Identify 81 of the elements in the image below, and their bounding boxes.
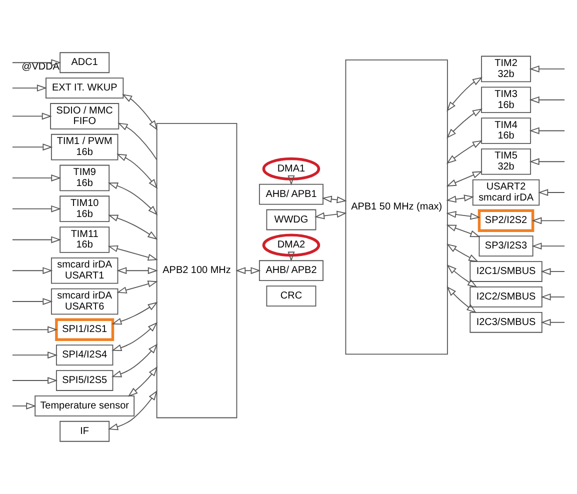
arrow [540,268,565,276]
arrow [446,77,483,112]
node-box: SPI4/I2S4 [56,344,114,366]
arrow [538,189,565,196]
node-box: AHB/ APB1 [258,184,324,205]
arrow [112,344,158,378]
arrow [116,280,158,294]
arrow [532,217,566,224]
arrow [12,205,62,212]
arrow [446,264,478,288]
arrow [12,144,53,151]
arrow [12,326,58,334]
arrow [12,236,62,244]
arrow [446,224,480,238]
arrow [12,402,36,410]
node-box: TIM3 16b [481,86,531,114]
arrow [529,127,565,134]
arrow [12,112,52,120]
node-box: smcard irDA USART1 [51,257,118,284]
node-box: SP2/I2S2 [478,209,534,232]
node-box: CRC [266,286,316,306]
arrow [446,210,480,220]
arrow [12,352,58,359]
arrow [108,390,158,430]
node-box: Temperature sensor [34,396,135,416]
node-box: EXT IT. WKUP [46,78,124,98]
arrow [108,182,158,216]
node-box: I2C2/SMBUS [470,286,542,308]
node-box: TIM10 16b [60,196,110,222]
node-box: SP3/I2S3 [478,236,534,257]
arrow [12,298,53,305]
node-box: TIM9 16b [60,164,110,192]
node-box: I2C3/SMBUS [470,312,542,333]
arrow [532,242,566,250]
arrow [288,175,295,186]
arrow [446,194,474,203]
node-box: APB2 100 MHz [156,123,238,418]
node-box: TIM5 32b [481,148,531,175]
arrow [116,267,158,274]
arrow [322,196,347,204]
arrow [288,252,295,262]
node-box: AHB/ APB2 [258,260,324,282]
arrow [118,122,158,160]
arrow [529,65,565,72]
arrow [540,293,565,300]
node-box: USART2 smcard irDA [472,179,540,206]
arrow [314,210,347,220]
arrow [446,286,477,314]
node-box: TIM4 16b [481,118,531,144]
node-box: APB1 50 MHz (max) [345,59,448,355]
arrow [446,244,479,262]
arrow [236,267,261,274]
node-box: IF [60,420,110,442]
arrow [112,302,158,325]
arrow [12,377,58,384]
arrow [12,267,53,274]
arrow [446,171,482,186]
node-box: TIM1 / PWM 16b [51,134,118,160]
arrow [12,174,62,182]
arrow [446,140,483,164]
node-box: SPI5/I2S5 [56,370,114,391]
arrow [540,318,565,326]
node-box: SPI1/I2S1 [55,318,114,341]
arrow [112,322,158,352]
node-box: smcard irDA USART6 [51,288,118,315]
node-box: TIM11 16b [60,226,110,253]
arrow [116,154,158,189]
node-box: I2C1/SMBUS [470,261,542,282]
arrow [108,245,158,261]
arrow [446,108,482,138]
arrow [128,366,158,397]
arrow [108,214,158,240]
node-box: TIM2 32b [481,56,531,82]
arrow [12,59,62,66]
arrow [529,158,565,166]
arrow [529,96,565,104]
arrow [122,94,158,130]
node-box: WWDG [266,209,316,230]
arrow [12,84,47,92]
node-box: ADC1 [60,52,110,74]
node-box: SDIO / MMC FIFO [50,103,120,130]
